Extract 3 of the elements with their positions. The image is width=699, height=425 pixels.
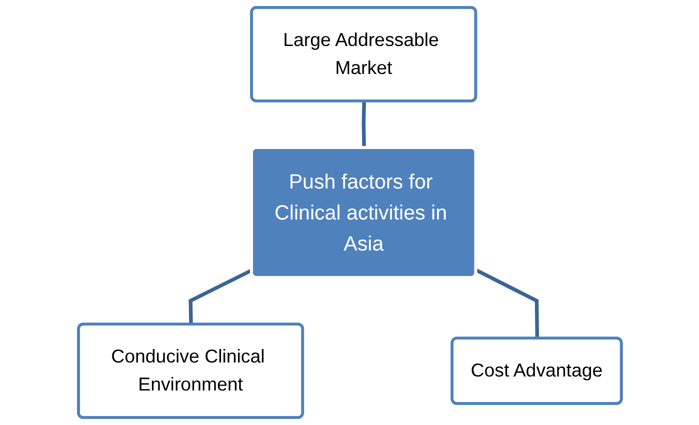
- connector: [474, 268, 539, 339]
- connector: [188, 268, 252, 325]
- connector: [361, 101, 366, 148]
